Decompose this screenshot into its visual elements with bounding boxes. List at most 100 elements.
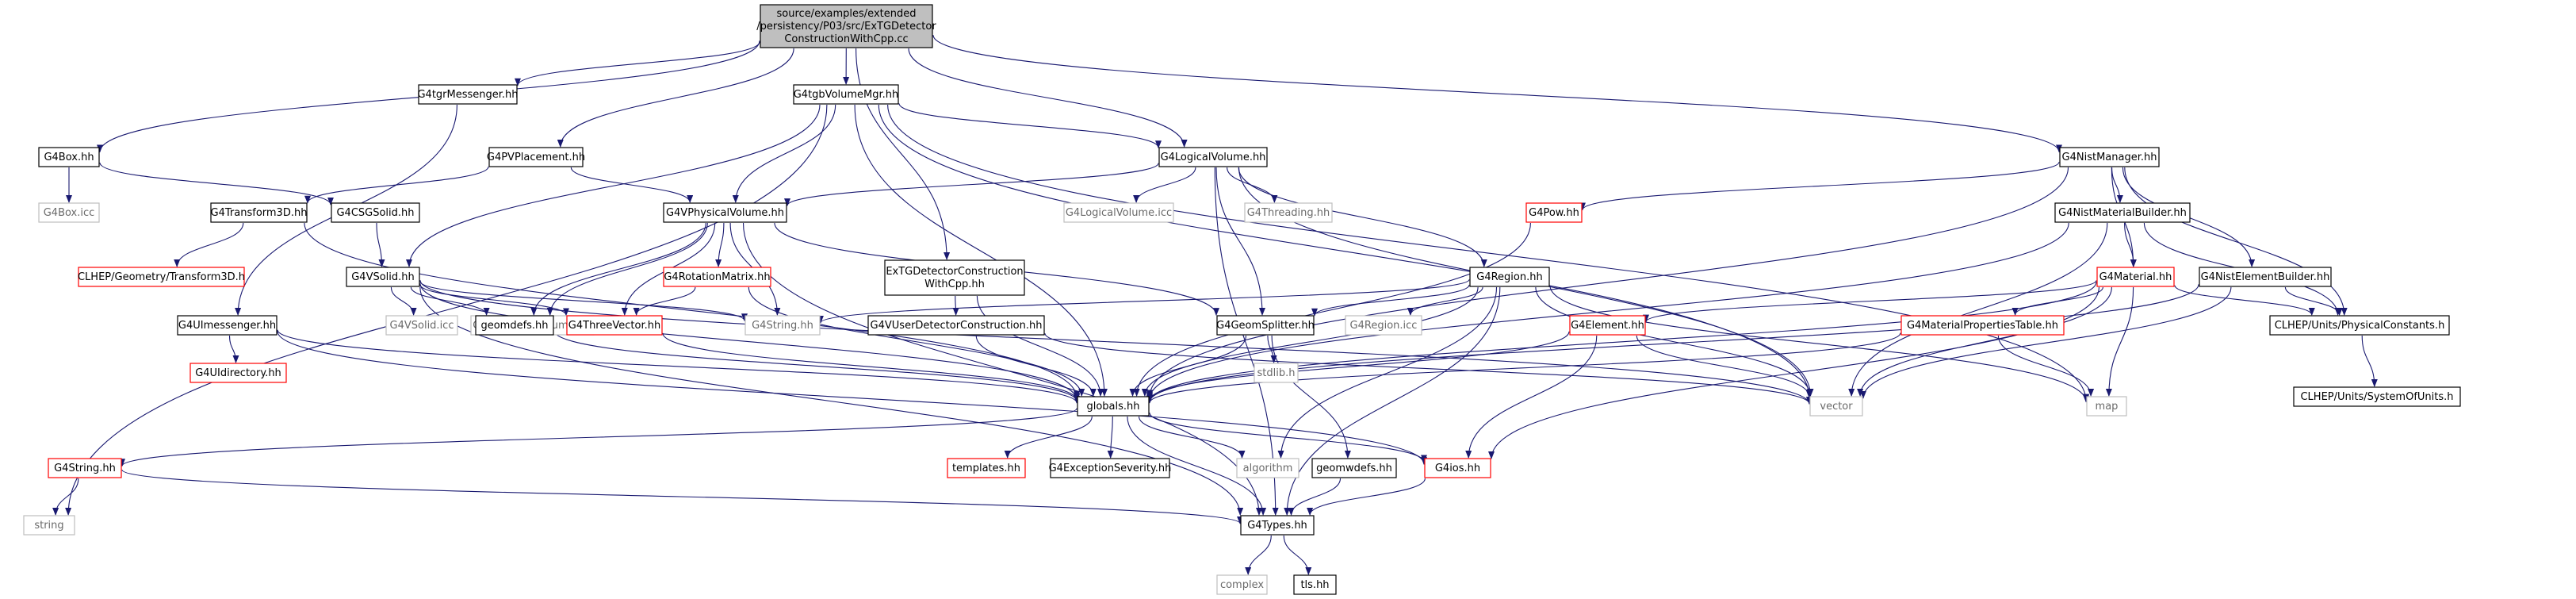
edge-G4LogicalVolume-to-G4VPhysicalVolume [784,163,1159,207]
node-templates[interactable]: templates.hh [947,458,1026,478]
node-box [38,202,100,223]
edge-G4RotationMatrix-to-globals [748,286,1085,397]
node-G4tgbVolumeMgr[interactable]: G4tgbVolumeMgr.hh [793,84,899,105]
node-G4Box[interactable]: G4Box.hh [38,147,100,167]
node-label: source/examples/extended [777,8,917,20]
node-label: G4GeomSplitter.hh [1216,320,1315,332]
edge-G4Region-to-algorithm [1277,286,1498,459]
node-box [663,267,771,287]
node-G4tgrMessenger[interactable]: G4tgrMessenger.hh [417,84,519,105]
node-box [2199,267,2332,287]
node-G4VSolid[interactable]: G4VSolid.hh [346,267,420,287]
edge-G4Region-to-G4GeomSplitter [1311,284,1470,317]
edge-G4NistElementBuilder-to-vector [1860,286,2232,399]
edge-G4Material-to-globals [1146,282,2097,403]
node-box [346,267,420,287]
node-complex[interactable]: complex [1216,574,1268,595]
node-G4Transform3D[interactable]: G4Transform3D.hh [210,202,308,223]
edge-G4Material-to-G4Element [1643,280,2097,323]
node-G4Element[interactable]: G4Element.hh [1569,315,1646,336]
edge-G4GeomSplitter-to-globals [1129,335,1247,397]
node-G4Regionicc[interactable]: G4Region.icc [1345,315,1422,336]
node-G4UImessenger[interactable]: G4UImessenger.hh [177,315,278,336]
edge-G4tgbVolumeMgr-to-string [65,104,828,516]
node-G4Types[interactable]: G4Types.hh [1240,515,1315,536]
node-box [1469,267,1550,287]
edge-G4Types-to-complex [1245,535,1272,575]
edge-G4VSolid-to-geomdefs [410,286,490,316]
node-label: G4String.hh [54,463,116,474]
node-G4Material[interactable]: G4Material.hh [2096,267,2175,287]
node-label: G4VPhysicalVolume.hh [666,207,784,219]
node-G4LogicalVolume[interactable]: G4LogicalVolume.hh [1158,147,1268,167]
node-G4VSolidicc[interactable]: G4VSolid.icc [385,315,458,336]
node-G4UIdirectory[interactable]: G4UIdirectory.hh [189,363,287,383]
node-CLHEPSystemOfUnits[interactable]: CLHEP/Units/SystemOfUnits.h [2293,386,2461,407]
node-label: G4VUserDetectorConstruction.hh [871,320,1043,332]
node-G4String[interactable]: G4String.hh [744,315,821,336]
node-G4Threading[interactable]: G4Threading.hh [1244,202,1333,223]
edge-G4Box-to-G4CSGSolid [99,162,334,205]
node-algorithm[interactable]: algorithm [1236,458,1299,478]
node-tls[interactable]: tls.hh [1293,574,1337,595]
node-label: algorithm [1243,463,1293,474]
edge-G4NistManager-to-globals [1146,167,2069,398]
node-box [744,315,821,336]
node-G4NistManager[interactable]: G4NistManager.hh [2059,147,2160,167]
node-label: G4Element.hh [1571,320,1644,332]
node-string[interactable]: string [23,515,75,536]
node-stdlib[interactable]: stdlib.h [1254,363,1299,383]
edge-root-to-G4LogicalVolume [908,48,1188,148]
node-label: /persistency/P03/src/ExTGDetector [756,21,936,33]
node-CLHEPPhysicalConstants[interactable]: CLHEP/Units/PhysicalConstants.h [2269,315,2450,336]
node-G4StringRed[interactable]: G4String.hh [48,458,122,478]
node-G4VUserDetectorConstruction[interactable]: G4VUserDetectorConstruction.hh [867,315,1045,336]
node-G4CSGSolid[interactable]: G4CSGSolid.hh [331,202,420,223]
edge-globals-to-G4ios [1149,413,1427,463]
edge-root-to-G4tgrMessenger [515,41,760,86]
edge-G4Element-to-G4ios [1465,335,1598,459]
node-G4VPhysicalVolume[interactable]: G4VPhysicalVolume.hh [663,202,787,223]
edge-geomwdefs-to-G4Types [1288,478,1342,516]
node-G4ios[interactable]: G4ios.hh [1424,458,1491,478]
node-root[interactable]: source/examples/extended/persistency/P03… [756,4,936,48]
edge-G4PVPlacement-to-G4VPhysicalVolume [570,167,694,203]
edge-G4ios-to-G4Types [1307,478,1426,516]
node-label: G4Material.hh [2099,271,2172,283]
node-G4RotationMatrix[interactable]: G4RotationMatrix.hh [663,267,771,287]
node-G4ExceptionSeverity[interactable]: G4ExceptionSeverity.hh [1049,458,1172,478]
node-G4NistElementBuilder[interactable]: G4NistElementBuilder.hh [2199,267,2332,287]
node-box [1216,574,1268,595]
node-label: CLHEP/Units/SystemOfUnits.h [2300,391,2453,403]
node-G4Boxicc[interactable]: G4Box.icc [38,202,100,223]
node-label: geomwdefs.hh [1316,463,1392,474]
node-globals[interactable]: globals.hh [1077,396,1150,417]
node-G4GeomSplitter[interactable]: G4GeomSplitter.hh [1216,315,1315,336]
node-box [1158,147,1268,167]
edge-G4Element-to-globals [1146,331,1570,401]
node-G4Pow[interactable]: G4Pow.hh [1525,202,1583,223]
node-label: G4Transform3D.hh [211,207,308,219]
node-G4PVPlacement[interactable]: G4PVPlacement.hh [487,147,585,167]
node-label: templates.hh [952,463,1020,474]
edge-G4Region-to-globals [1141,286,1479,397]
node-geomwdefs[interactable]: geomwdefs.hh [1311,458,1397,478]
node-geomdefs[interactable]: geomdefs.hh [475,315,554,336]
node-box [566,315,663,336]
node-label: G4tgbVolumeMgr.hh [794,89,899,101]
node-G4MaterialPropertiesTable[interactable]: G4MaterialPropertiesTable.hh [1900,315,2065,336]
node-G4LogicalVolumeicc[interactable]: G4LogicalVolume.icc [1063,202,1174,223]
edges-layer [52,35,2378,575]
node-G4ThreeVector[interactable]: G4ThreeVector.hh [566,315,663,336]
node-map[interactable]: map [2086,396,2127,417]
node-label: G4tgrMessenger.hh [417,89,518,101]
edge-globals-to-G4ExceptionSeverity [1107,416,1114,459]
node-G4Region[interactable]: G4Region.hh [1469,267,1550,287]
node-vector[interactable]: vector [1809,396,1863,417]
edge-G4VPhysicalVolume-to-G4Types [742,222,1262,516]
edge-G4tgbVolumeMgr-to-vector [878,104,1812,399]
node-G4NistMaterialBuilder[interactable]: G4NistMaterialBuilder.hh [2054,202,2191,223]
edge-G4UImessenger-to-globals [277,329,1080,404]
node-CLHEPTransform3D[interactable]: CLHEP/Geometry/Transform3D.h [78,267,245,287]
